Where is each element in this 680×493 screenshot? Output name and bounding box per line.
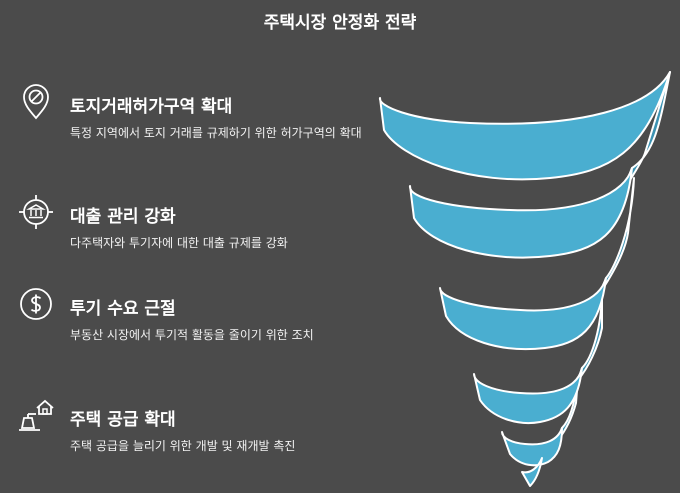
funnel-band-5	[501, 427, 563, 467]
page-title: 주택시장 안정화 전략	[263, 13, 417, 33]
funnel-band-4	[473, 367, 583, 424]
item-title: 대출 관리 강화	[70, 207, 176, 227]
funnel-band-3	[439, 277, 607, 350]
dollar-circle-icon	[16, 284, 56, 324]
item-description: 다주택자와 투기자에 대한 대출 규제를 강화	[70, 236, 288, 250]
funnel-tip	[521, 457, 543, 487]
funnel-band-2	[409, 167, 633, 259]
item-title: 주택 공급 확대	[70, 410, 176, 430]
item-description: 주택 공급을 늘리기 위한 개발 및 재개발 촉진	[70, 439, 296, 453]
location-pin-restricted-icon	[16, 82, 56, 122]
item-description: 부동산 시장에서 투기적 활동을 줄이기 위한 조치	[70, 328, 314, 342]
item-title: 투기 수요 근절	[70, 299, 176, 319]
house-construction-icon	[16, 395, 56, 435]
spiral-funnel-graphic	[370, 68, 680, 489]
item-description: 특정 지역에서 토지 거래를 규제하기 위한 허가구역의 확대	[70, 126, 362, 140]
bank-target-icon	[16, 192, 56, 232]
item-title: 토지거래허가구역 확대	[70, 97, 233, 117]
funnel-band-1	[379, 71, 671, 181]
